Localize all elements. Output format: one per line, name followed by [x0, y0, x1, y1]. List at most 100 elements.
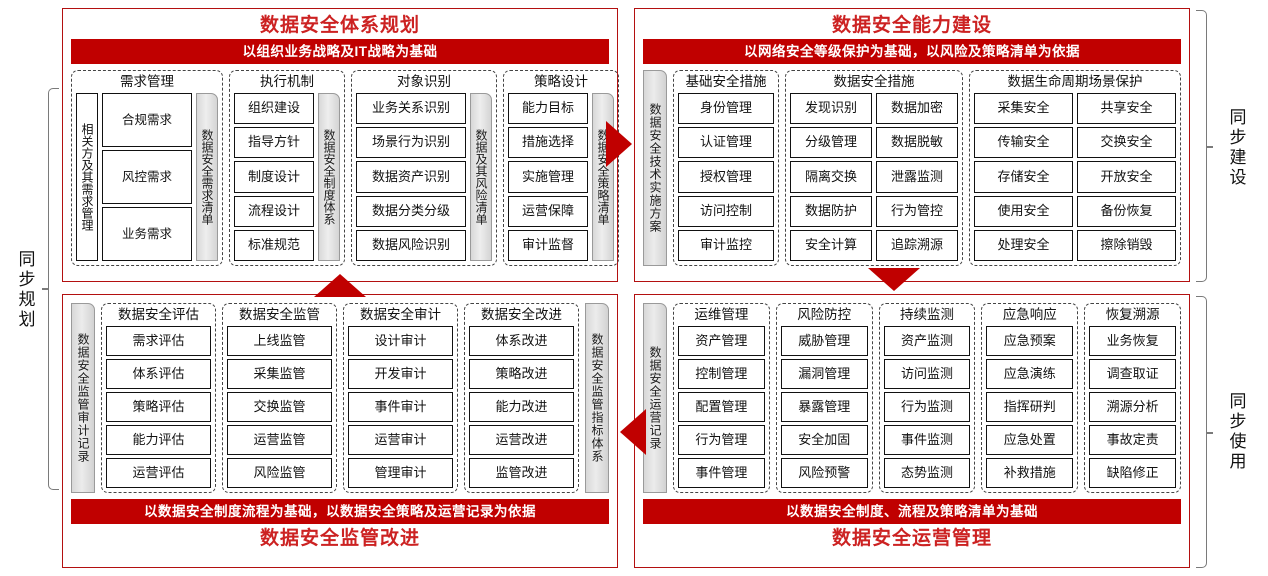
cell-emergency-drill[interactable]: 应急演练 [986, 358, 1074, 389]
cell-framework-assessment[interactable]: 体系评估 [106, 358, 211, 389]
cell-capability-goal[interactable]: 能力目标 [508, 92, 588, 125]
cell-data-classification[interactable]: 数据分类分级 [356, 195, 466, 227]
grey-system-framework[interactable]: 数据安全制度体系 [318, 92, 340, 261]
cell-exchange-security[interactable]: 交换安全 [1077, 127, 1176, 159]
cell-leak-monitoring[interactable]: 泄露监测 [876, 161, 958, 193]
cell-authentication-mgmt[interactable]: 认证管理 [678, 127, 774, 159]
cell-data-masking[interactable]: 数据脱敏 [876, 127, 958, 159]
cell-implementation-mgmt[interactable]: 实施管理 [508, 161, 588, 193]
cell-development-audit[interactable]: 开发审计 [348, 358, 453, 389]
cell-measure-selection[interactable]: 措施选择 [508, 127, 588, 159]
cell-access-monitoring[interactable]: 访问监测 [883, 358, 971, 389]
cell-data-encryption[interactable]: 数据加密 [876, 92, 958, 125]
cell-traceability-analysis[interactable]: 溯源分析 [1089, 391, 1176, 422]
cell-policy-improvement[interactable]: 策略改进 [469, 358, 574, 389]
cell-grading-mgmt[interactable]: 分级管理 [790, 127, 872, 159]
cell-defect-correction[interactable]: 缺陷修正 [1089, 458, 1176, 489]
cell-isolation-exchange[interactable]: 隔离交换 [790, 161, 872, 193]
cell-erasure-destruction[interactable]: 擦除销毁 [1077, 229, 1176, 261]
cell-design-audit[interactable]: 设计审计 [348, 325, 453, 356]
cell-config-mgmt[interactable]: 配置管理 [678, 391, 765, 422]
cell-data-protection[interactable]: 数据防护 [790, 195, 872, 227]
cell-capability-assessment[interactable]: 能力评估 [106, 424, 211, 455]
cell-incident-monitoring[interactable]: 事件监测 [883, 424, 971, 455]
grey-data-risk-list[interactable]: 数据及其风险清单 [470, 92, 492, 261]
stakeholder-requirement-cell[interactable]: 相关方及其需求管理 [76, 92, 98, 261]
cell-asset-mgmt[interactable]: 资产管理 [678, 325, 765, 356]
cell-framework-improvement[interactable]: 体系改进 [469, 325, 574, 356]
group-title: 数据安全评估 [118, 307, 199, 322]
cell-policy-assessment[interactable]: 策略评估 [106, 391, 211, 422]
cell-authorization-mgmt[interactable]: 授权管理 [678, 161, 774, 193]
cell-command-analysis[interactable]: 指挥研判 [986, 391, 1074, 422]
cell-discovery-id[interactable]: 发现识别 [790, 92, 872, 125]
cell-exchange-supervision[interactable]: 交换监管 [227, 391, 332, 422]
cell-secure-computing[interactable]: 安全计算 [790, 229, 872, 261]
cell-risk-alert[interactable]: 风险预警 [780, 458, 868, 489]
cell-incident-mgmt[interactable]: 事件管理 [678, 458, 765, 489]
cell-operation-assessment[interactable]: 运营评估 [106, 458, 211, 489]
cell-vulnerability-mgmt[interactable]: 漏洞管理 [780, 358, 868, 389]
cell-transmission-security[interactable]: 传输安全 [974, 127, 1073, 159]
cell-identity-mgmt[interactable]: 身份管理 [678, 92, 774, 125]
cell-requirement-assessment[interactable]: 需求评估 [106, 325, 211, 356]
cell-behavior-monitoring[interactable]: 行为监测 [883, 391, 971, 422]
cell-system-design[interactable]: 制度设计 [234, 161, 314, 193]
cell-access-control[interactable]: 访问控制 [678, 195, 774, 227]
cell-emergency-plan[interactable]: 应急预案 [986, 325, 1074, 356]
cell-backup-recovery[interactable]: 备份恢复 [1077, 195, 1176, 227]
group-inner: 资产监测 访问监测 行为监测 事件监测 态势监测 [883, 325, 971, 489]
cell-usage-security[interactable]: 使用安全 [974, 195, 1073, 227]
cell-riskcontrol-req[interactable]: 风控需求 [102, 149, 192, 204]
cell-collection-supervision[interactable]: 采集监管 [227, 358, 332, 389]
cell-operation-supervision[interactable]: 运营监管 [227, 424, 332, 455]
cell-control-mgmt[interactable]: 控制管理 [678, 358, 765, 389]
cell-processing-security[interactable]: 处理安全 [974, 229, 1073, 261]
cell-asset-monitoring[interactable]: 资产监测 [883, 325, 971, 356]
cell-audit-monitoring[interactable]: 审计监控 [678, 229, 774, 261]
cell-behavior-mgmt[interactable]: 行为管理 [678, 424, 765, 455]
cell-situation-monitoring[interactable]: 态势监测 [883, 458, 971, 489]
cell-threat-mgmt[interactable]: 威胁管理 [780, 325, 868, 356]
cell-process-design[interactable]: 流程设计 [234, 195, 314, 227]
cell-capability-improvement[interactable]: 能力改进 [469, 391, 574, 422]
cell-storage-security[interactable]: 存储安全 [974, 161, 1073, 193]
cell-business-relation-id[interactable]: 业务关系识别 [356, 92, 466, 125]
cell-investigation-evidence[interactable]: 调查取证 [1089, 358, 1176, 389]
cell-management-audit[interactable]: 管理审计 [348, 458, 453, 489]
cell-compliance-req[interactable]: 合规需求 [102, 92, 192, 147]
cell-exposure-mgmt[interactable]: 暴露管理 [780, 391, 868, 422]
grey-policy-list[interactable]: 数据安全策略清单 [592, 92, 614, 261]
cell-security-hardening[interactable]: 安全加固 [780, 424, 868, 455]
cell-open-security[interactable]: 开放安全 [1077, 161, 1176, 193]
grey-requirement-list[interactable]: 数据安全需求清单 [196, 92, 218, 261]
grey-supervision-audit-record[interactable]: 数据安全监管审计记录 [71, 303, 95, 493]
cell-behavior-control[interactable]: 行为管控 [876, 195, 958, 227]
cell-operation-audit[interactable]: 运营审计 [348, 424, 453, 455]
grey-supervision-indicator-system[interactable]: 数据安全监管指标体系 [585, 303, 609, 493]
cell-remedial-measures[interactable]: 补救措施 [986, 458, 1074, 489]
cell-guideline[interactable]: 指导方针 [234, 127, 314, 159]
cell-data-risk-id[interactable]: 数据风险识别 [356, 229, 466, 261]
cell-incident-audit[interactable]: 事件审计 [348, 391, 453, 422]
cell-sharing-security[interactable]: 共享安全 [1077, 92, 1176, 125]
cell-operation-improvement[interactable]: 运营改进 [469, 424, 574, 455]
cell-business-recovery[interactable]: 业务恢复 [1089, 325, 1176, 356]
cell-trace-tracking[interactable]: 追踪溯源 [876, 229, 958, 261]
cell-data-asset-id[interactable]: 数据资产识别 [356, 161, 466, 193]
grey-operation-record[interactable]: 数据安全运营记录 [643, 303, 667, 493]
cell-emergency-handling[interactable]: 应急处置 [986, 424, 1074, 455]
cell-supervision-improvement[interactable]: 监管改进 [469, 458, 574, 489]
cell-collection-security[interactable]: 采集安全 [974, 92, 1073, 125]
cell-standard-spec[interactable]: 标准规范 [234, 229, 314, 261]
cell-audit-supervision[interactable]: 审计监督 [508, 229, 588, 261]
cell-risk-supervision[interactable]: 风险监管 [227, 458, 332, 489]
grey-tech-implementation-plan[interactable]: 数据安全技术实施方案 [643, 70, 667, 266]
cell-business-req[interactable]: 业务需求 [102, 206, 192, 262]
cell-accident-accountability[interactable]: 事故定责 [1089, 424, 1176, 455]
cell-org-building[interactable]: 组织建设 [234, 92, 314, 125]
cell-golive-supervision[interactable]: 上线监管 [227, 325, 332, 356]
cell-operation-guarantee[interactable]: 运营保障 [508, 195, 588, 227]
left-side-label: 同步规划 [15, 250, 35, 330]
cell-scenario-behavior-id[interactable]: 场景行为识别 [356, 127, 466, 159]
